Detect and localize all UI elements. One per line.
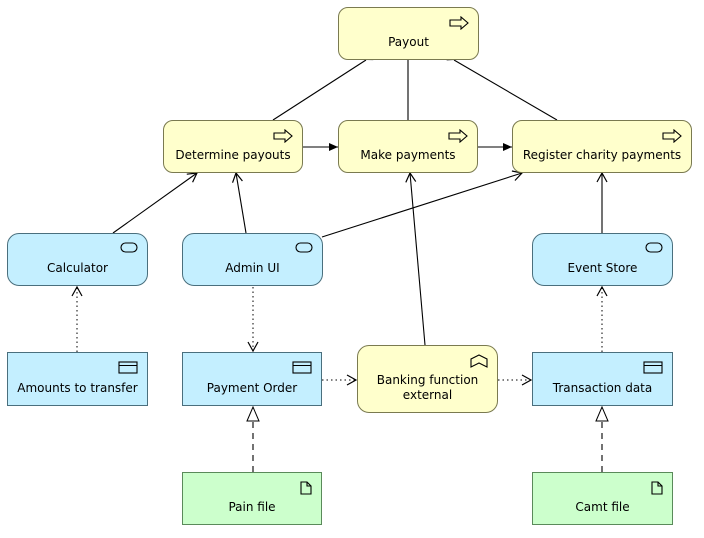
node-determine-payouts-label: Determine payouts	[175, 148, 291, 162]
edge-calculator-serves-determine	[112, 172, 199, 234]
application-service-icon	[120, 242, 138, 253]
node-admin-ui-label: Admin UI	[225, 261, 280, 275]
process-arrow-icon	[662, 129, 682, 143]
edge-adminui-serves-determine	[231, 171, 247, 234]
node-banking-function[interactable]: Banking function external	[357, 345, 498, 413]
node-banking-function-label: Banking function external	[376, 373, 479, 402]
artifact-file-icon	[300, 481, 312, 495]
node-event-store[interactable]: Event Store	[532, 233, 673, 286]
data-object-icon	[118, 361, 138, 374]
node-register-charity-payments-label: Register charity payments	[522, 148, 682, 162]
process-arrow-icon	[273, 129, 293, 143]
node-transaction-data-label: Transaction data	[552, 381, 653, 395]
node-pain-file[interactable]: Pain file	[182, 472, 322, 525]
edge-adminui-serves-register	[321, 170, 524, 238]
node-amounts-to-transfer[interactable]: Amounts to transfer	[7, 352, 148, 406]
edge-banking-serves-make-payments	[405, 171, 426, 346]
node-determine-payouts[interactable]: Determine payouts	[163, 120, 303, 173]
data-object-icon	[643, 361, 663, 374]
node-payout[interactable]: Payout	[338, 7, 479, 60]
node-payout-label: Payout	[388, 35, 429, 49]
node-calculator-label: Calculator	[47, 261, 108, 275]
application-service-icon	[645, 242, 663, 253]
node-admin-ui[interactable]: Admin UI	[182, 233, 323, 286]
data-object-icon	[292, 361, 312, 374]
node-transaction-data[interactable]: Transaction data	[532, 352, 673, 406]
process-arrow-icon	[449, 16, 469, 30]
edge-payout-register-charity	[443, 53, 558, 121]
edge-payout-determine-payouts	[272, 53, 377, 121]
node-calculator[interactable]: Calculator	[7, 233, 148, 286]
node-payment-order[interactable]: Payment Order	[182, 352, 322, 406]
node-pain-file-label: Pain file	[228, 500, 276, 514]
business-function-icon	[470, 354, 488, 368]
application-service-icon	[295, 242, 313, 253]
node-camt-file-label: Camt file	[575, 500, 630, 514]
node-event-store-label: Event Store	[567, 261, 638, 275]
node-register-charity-payments[interactable]: Register charity payments	[512, 120, 692, 173]
node-make-payments-label: Make payments	[360, 148, 456, 162]
node-camt-file[interactable]: Camt file	[532, 472, 673, 525]
node-amounts-to-transfer-label: Amounts to transfer	[17, 381, 138, 395]
node-make-payments[interactable]: Make payments	[338, 120, 478, 173]
node-payment-order-label: Payment Order	[206, 381, 298, 395]
process-arrow-icon	[448, 129, 468, 143]
artifact-file-icon	[651, 481, 663, 495]
